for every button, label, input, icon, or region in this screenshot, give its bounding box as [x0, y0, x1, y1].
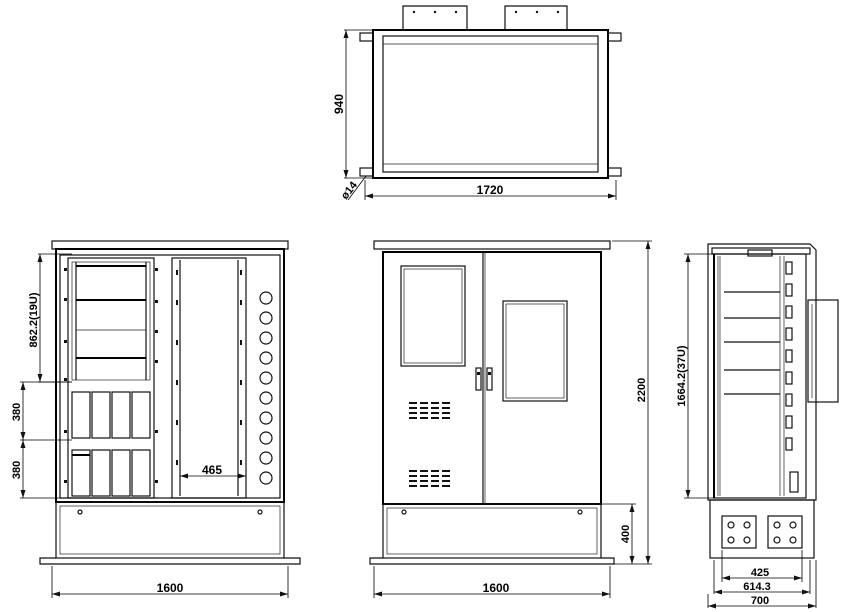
- dim-top-width: 1720: [477, 183, 504, 197]
- ventilation-grilles: [409, 402, 450, 487]
- left-internal-view: 862.2(19U) 380 380 465 1600: [11, 240, 301, 598]
- dim-left-mid: 380: [11, 403, 23, 421]
- side-view: 1664.2(37U) 425 614.3 700: [676, 243, 839, 609]
- dim-hole-diameter: ø14: [339, 179, 361, 202]
- dim-front-width: 1600: [483, 581, 510, 595]
- dim-left-width: 1600: [157, 581, 184, 595]
- dim-left-upper: 862.2(19U): [28, 292, 40, 347]
- rack-rail-dots: [64, 268, 158, 483]
- dim-side-height: 1664.2(37U): [676, 345, 688, 406]
- dim-side-base-mid: 614.3: [743, 581, 771, 593]
- dim-front-height: 2200: [636, 378, 648, 402]
- dim-left-inner: 465: [202, 463, 222, 477]
- dim-left-low: 380: [11, 461, 23, 479]
- dim-top-depth: 940: [332, 94, 346, 114]
- cable-entry-holes: [259, 291, 273, 485]
- top-view: 940 1720 ø14: [332, 5, 622, 202]
- dim-side-width: 700: [751, 595, 769, 607]
- side-rail-blocks: [785, 261, 799, 493]
- dim-side-base-inner: 425: [751, 567, 769, 579]
- right-rack-dots: [176, 270, 242, 465]
- front-view: 2200 400 1600: [369, 240, 652, 598]
- dim-front-base: 400: [620, 525, 632, 543]
